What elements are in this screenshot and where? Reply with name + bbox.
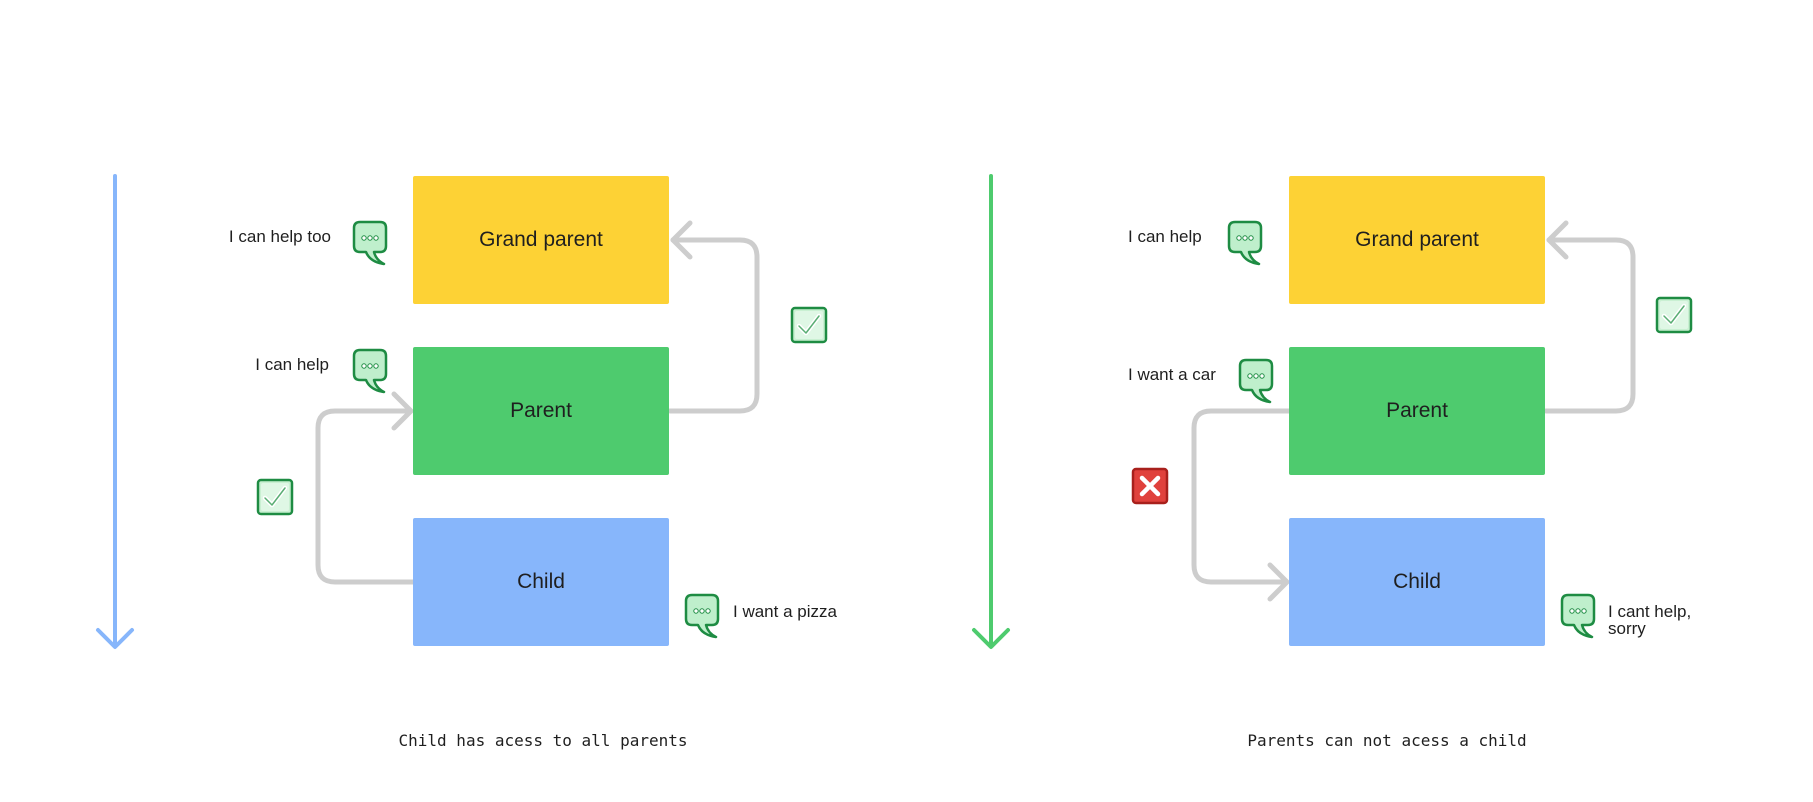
right-child-note-line1: I cant help,	[1608, 602, 1692, 621]
speech-bubble-icon	[1560, 593, 1596, 639]
grandparent-label: Grand parent	[1355, 228, 1479, 251]
speech-bubble-icon	[352, 220, 388, 266]
right-child-note-line2: sorry	[1608, 619, 1646, 638]
parent-label: Parent	[510, 399, 572, 422]
left-child-to-parent-connector	[315, 391, 416, 585]
parent-label: Parent	[1386, 399, 1448, 422]
check-mark-icon	[1657, 298, 1691, 332]
grandparent-label: Grand parent	[479, 228, 603, 251]
right-parent-box: Parent	[1289, 347, 1545, 475]
left-parent-note: I can help	[255, 355, 329, 374]
left-parent-to-grandparent-connector	[667, 220, 760, 414]
speech-bubble-icon	[1227, 220, 1263, 266]
right-parent-note: I want a car	[1128, 365, 1216, 384]
check-mark-icon	[258, 480, 292, 514]
cross-mark-icon	[1133, 469, 1167, 503]
speech-bubble-icon	[684, 593, 720, 639]
right-caption: Parents can not acess a child	[1247, 731, 1527, 750]
left-grandparent-note: I can help too	[228, 227, 331, 246]
left-caption: Child has acess to all parents	[398, 731, 688, 750]
left-downward-arrow	[96, 174, 134, 649]
left-grandparent-box: Grand parent	[413, 176, 669, 304]
right-child-box: Child	[1289, 518, 1545, 646]
speech-bubble-icon	[1238, 358, 1274, 404]
child-label: Child	[517, 570, 565, 593]
right-grandparent-box: Grand parent	[1289, 176, 1545, 304]
check-mark-icon	[792, 308, 826, 342]
right-parent-to-grandparent-connector	[1543, 220, 1636, 414]
left-child-box: Child	[413, 518, 669, 646]
right-grandparent-note: I can help	[1128, 227, 1202, 246]
right-child-note: I cant help, sorry	[1608, 603, 1691, 637]
right-parent-to-child-connector	[1191, 408, 1292, 602]
right-downward-arrow	[972, 174, 1010, 649]
left-child-note: I want a pizza	[733, 602, 837, 621]
speech-bubble-icon	[352, 348, 388, 394]
left-parent-box: Parent	[413, 347, 669, 475]
child-label: Child	[1393, 570, 1441, 593]
